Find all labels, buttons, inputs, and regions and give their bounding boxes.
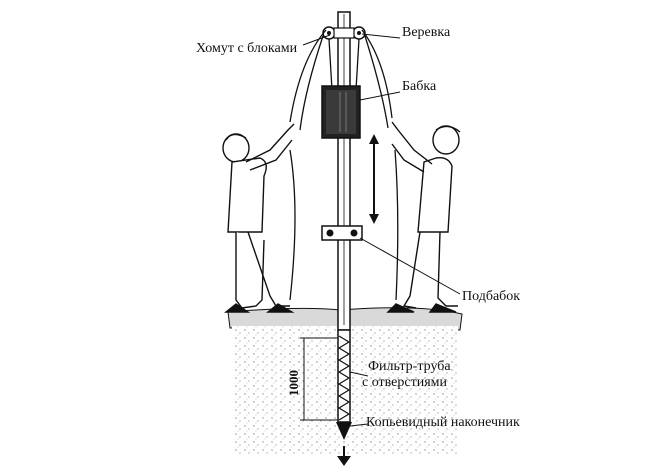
spear-tip-label: Копьевидный наконечник <box>366 415 520 430</box>
right-worker <box>386 121 461 313</box>
leader-lines <box>302 33 461 427</box>
pulley-clamp <box>322 26 366 40</box>
anvil-clamp <box>321 225 363 241</box>
clamp-with-pulleys-label: Хомут с блоками <box>196 41 298 56</box>
spear-tip <box>336 422 352 440</box>
filter-pipe-label-line1: Фильтр-труба <box>368 359 451 374</box>
left-worker <box>222 123 295 313</box>
filter-pipe <box>337 329 351 423</box>
drive-pipe <box>337 11 351 331</box>
driving-weight <box>321 85 361 139</box>
depth-dimension-label: 1000 <box>286 370 301 396</box>
anvil-clamp-label: Подбабок <box>462 289 520 304</box>
depth-dimension <box>300 337 338 421</box>
ropes <box>289 29 399 301</box>
down-arrow-icon <box>337 446 351 466</box>
filter-pipe-label-line2: с отверстиями <box>362 375 448 390</box>
rope-label: Веревка <box>402 25 451 40</box>
up-down-arrow-icon <box>369 134 379 224</box>
driving-weight-label: Бабка <box>402 79 437 94</box>
